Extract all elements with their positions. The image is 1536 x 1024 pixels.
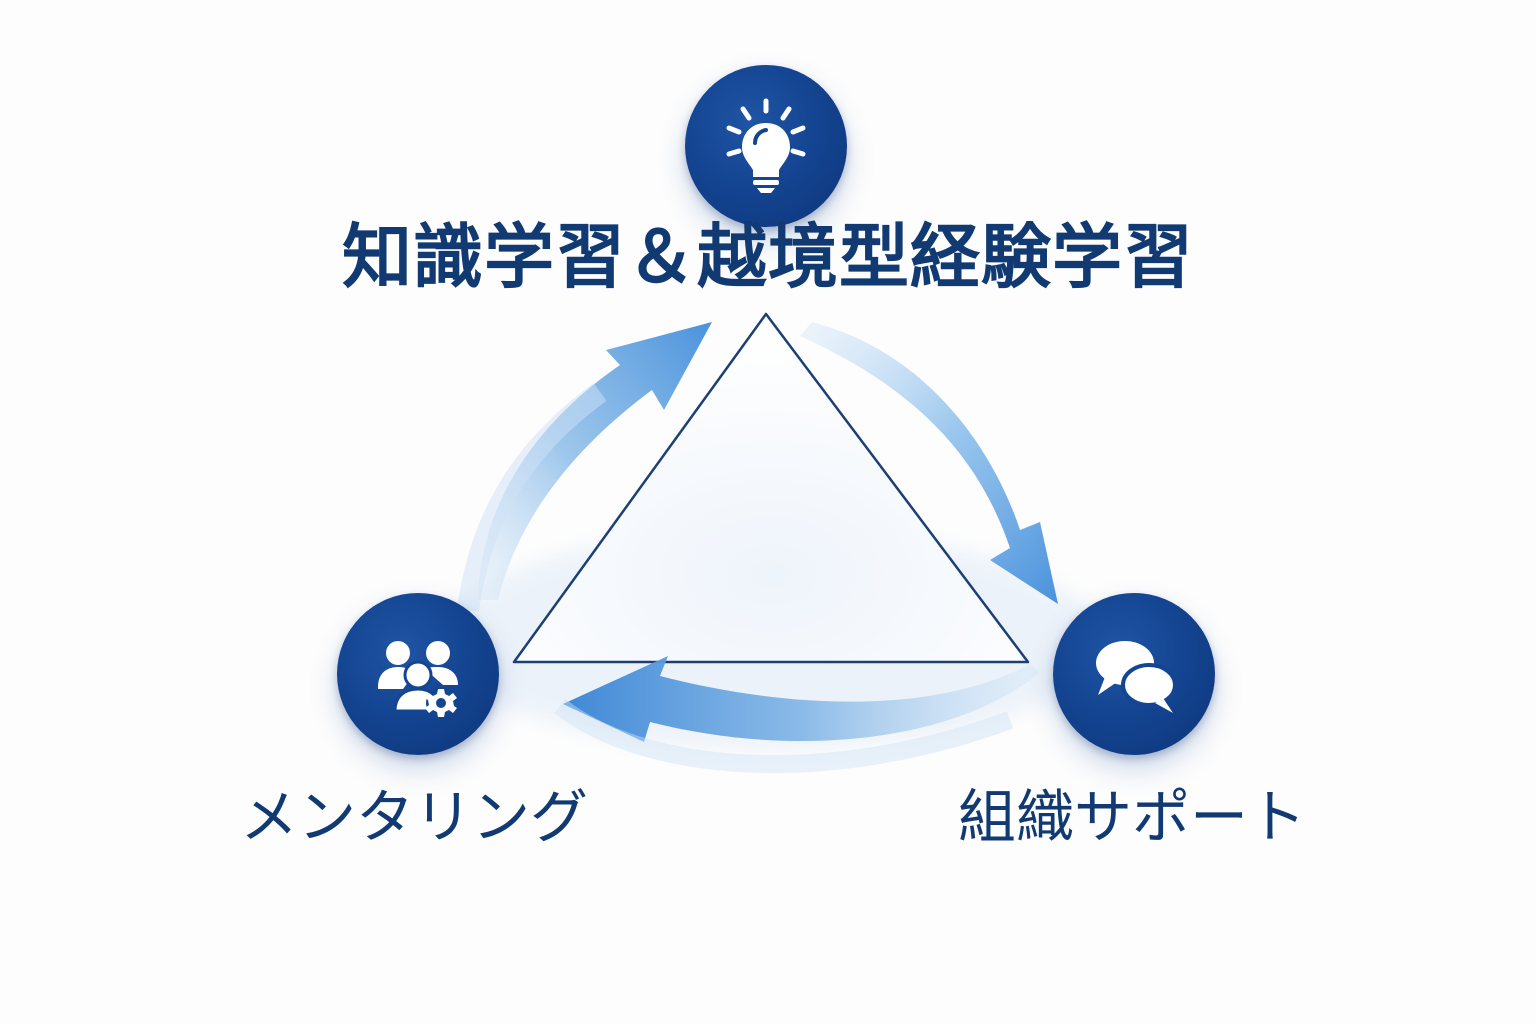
arrow-right-to-left (554, 656, 1040, 774)
team-gear-icon (378, 641, 458, 718)
top-node-label: 知識学習＆越境型経験学習 (342, 216, 1194, 298)
ribbon-left (457, 383, 607, 612)
right-node-label: 組織サポート (957, 783, 1306, 851)
node-right-org-support (1053, 593, 1215, 755)
lightbulb-icon (726, 98, 806, 193)
chat-bubbles-icon (1096, 641, 1177, 713)
arrow-left-to-top (478, 322, 712, 600)
node-top-knowledge (685, 65, 847, 227)
arrow-top-to-right (800, 322, 1058, 604)
node-left-mentoring (337, 593, 499, 755)
left-node-label: メンタリング (239, 783, 588, 851)
center-triangle (512, 312, 1030, 664)
